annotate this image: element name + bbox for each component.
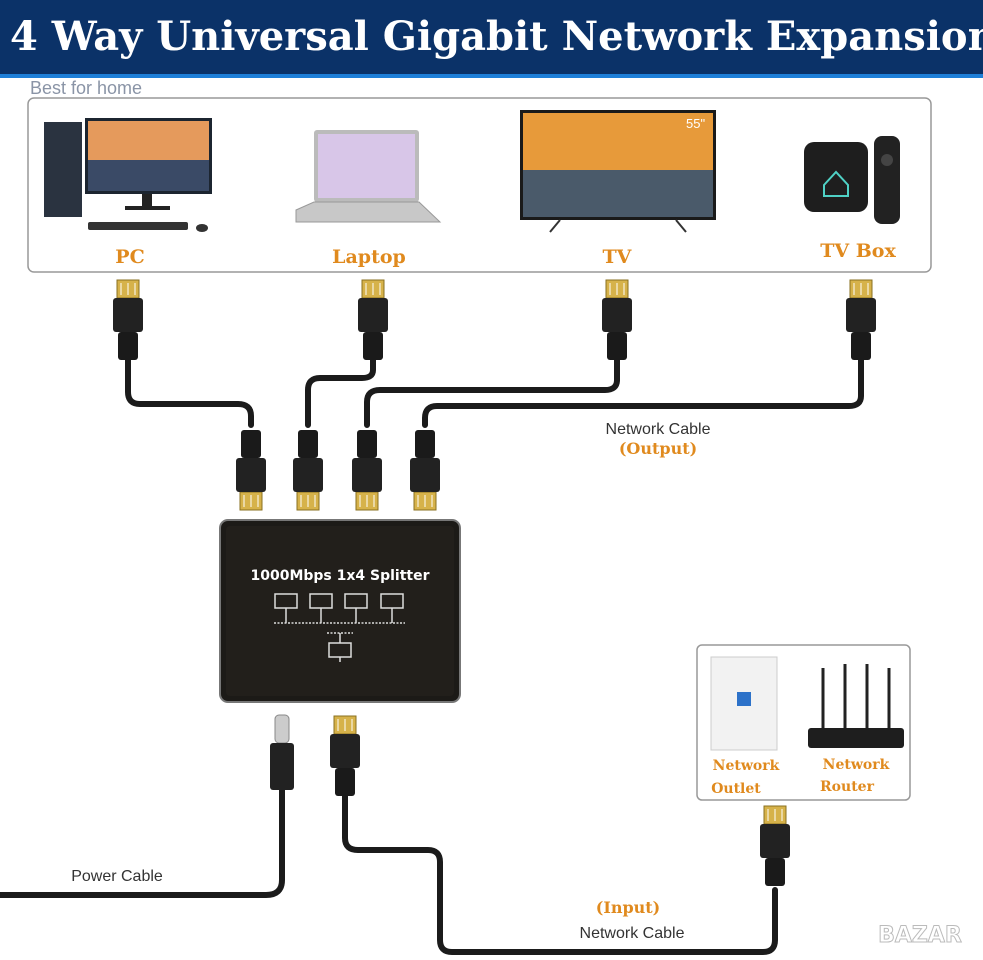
pc-icon	[44, 118, 212, 232]
page-title: 4 Way Universal Gigabit Network Expansio…	[10, 13, 983, 60]
input-label: (Input)	[596, 898, 660, 917]
device-label-laptop: Laptop	[332, 246, 406, 268]
rj45-plug-tv	[601, 279, 633, 361]
watermark-text: Best for home	[30, 78, 142, 98]
rj45-plug-port4	[409, 429, 441, 511]
rj45-plug-input	[329, 715, 361, 797]
rj45-plug-laptop	[357, 279, 389, 361]
corner-watermark: BAZAR	[878, 923, 962, 948]
splitter-device	[219, 519, 461, 703]
rj45-plug-port2	[292, 429, 324, 511]
header-banner	[0, 0, 983, 74]
power-cable	[0, 787, 285, 898]
device-label-tv: TV	[603, 246, 633, 268]
rj45-plug-tv-box	[845, 279, 877, 361]
outlet-label-1: Network	[713, 758, 780, 774]
laptop-icon	[295, 130, 442, 223]
router-icon	[808, 664, 904, 748]
rj45-plug-source	[759, 805, 791, 887]
output-cables	[125, 357, 864, 428]
power-cable-label: Power Cable	[71, 868, 163, 885]
splitter-label: 1000Mbps 1x4 Splitter	[250, 568, 429, 584]
output-cable-label: Network Cable	[606, 421, 711, 438]
rj45-plug-pc	[112, 279, 144, 361]
tv-size-label: 55"	[686, 116, 705, 131]
tv-box-icon	[804, 136, 900, 224]
router-label-1: Network	[823, 757, 890, 773]
rj45-plug-port3	[351, 429, 383, 511]
topology-icon	[274, 593, 405, 662]
output-label: (Output)	[619, 439, 697, 458]
input-cable-label: Network Cable	[580, 925, 685, 942]
tv-icon	[520, 110, 716, 233]
outlet-label-2: Outlet	[711, 781, 761, 797]
network-outlet-icon	[710, 656, 778, 751]
device-label-tv-box: TV Box	[820, 240, 896, 262]
device-label-pc: PC	[115, 246, 144, 268]
router-label-2: Router	[820, 779, 875, 795]
input-cable	[342, 792, 778, 955]
rj45-plug-port1	[235, 429, 267, 511]
usb-c-plug	[270, 714, 294, 790]
header-accent	[0, 74, 983, 78]
